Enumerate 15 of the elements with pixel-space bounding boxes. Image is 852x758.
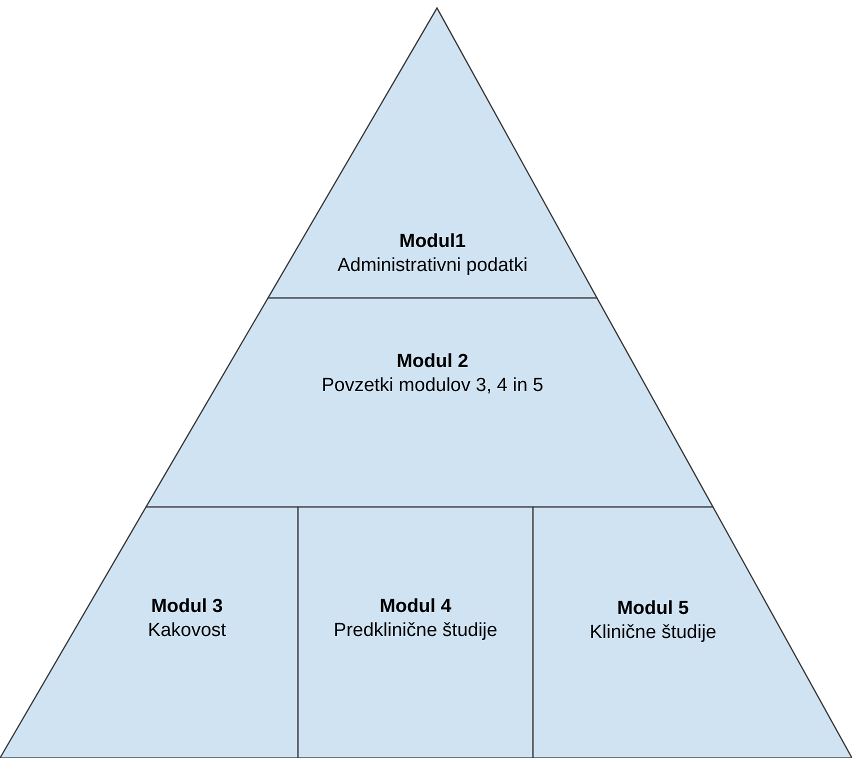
section-text: Klinične študije [588,621,718,644]
pyramid-section [268,8,597,298]
pyramid-section [0,507,298,758]
section-heading: Modul 3 [150,595,224,618]
section-heading: Modul1 [398,230,467,253]
section-heading: Modul 5 [616,597,690,620]
section-heading: Modul 4 [378,595,452,618]
section-text: Administrativni podatki [336,254,529,277]
section-text: Povzetki modulov 3, 4 in 5 [320,374,544,397]
section-heading: Modul 2 [396,350,470,373]
section-text: Predklinične študije [332,619,498,642]
pyramid-section [533,507,852,758]
pyramid-section [298,507,533,758]
pyramid-section [146,298,713,507]
section-text: Kakovost [146,619,228,642]
